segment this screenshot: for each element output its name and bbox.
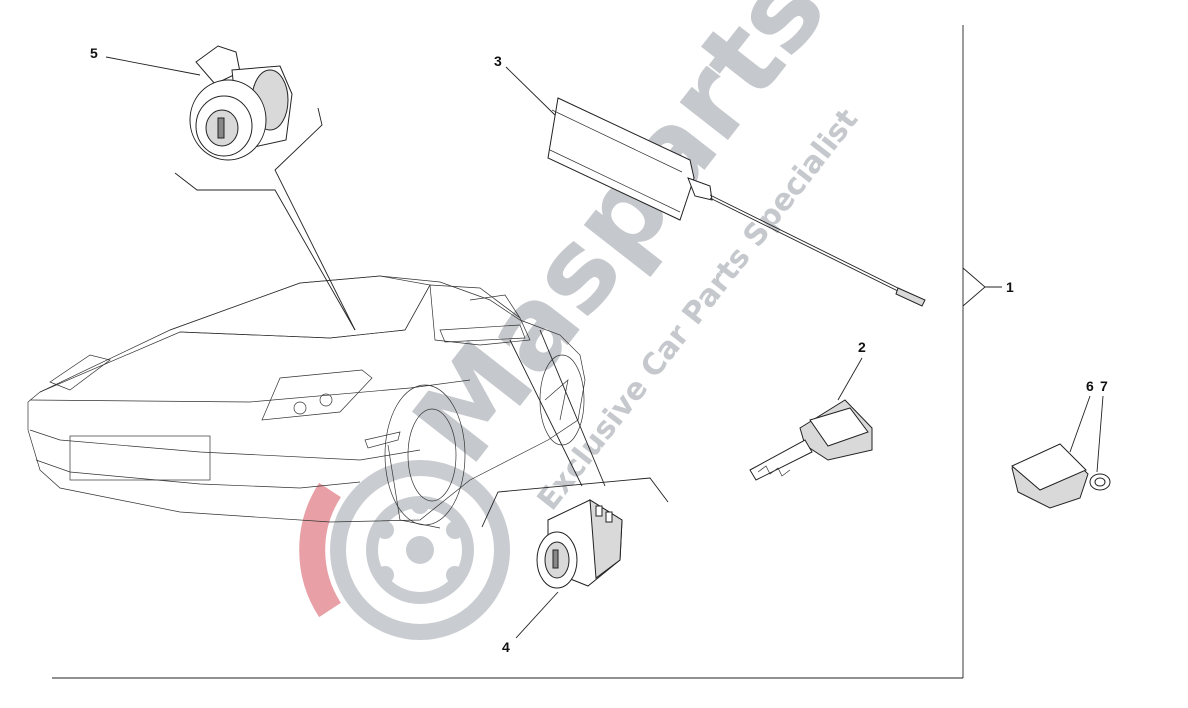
leader-lines: [105, 56, 1104, 639]
callout-7: 7: [1100, 378, 1108, 394]
part-2-key: [749, 399, 873, 481]
callout-6: 6: [1086, 378, 1094, 394]
part-7-key-ring: [1089, 473, 1111, 491]
watermark-logo: [299, 460, 510, 640]
callout-5: 5: [90, 45, 98, 61]
part-5-ignition-lock: [189, 45, 293, 161]
callout-2: 2: [858, 339, 866, 355]
car-illustration: [27, 275, 586, 529]
callout-3: 3: [494, 53, 502, 69]
callout-4: 4: [502, 639, 510, 655]
part-4-lock-switch: [536, 499, 623, 589]
callout-labels: 1 2 3 4 5 6 7: [90, 45, 1108, 655]
part-3-bracket-antenna: [547, 97, 926, 307]
part-6-remote-fob: [1011, 443, 1089, 509]
callout-1: 1: [1006, 279, 1014, 295]
frame: [52, 25, 1002, 679]
